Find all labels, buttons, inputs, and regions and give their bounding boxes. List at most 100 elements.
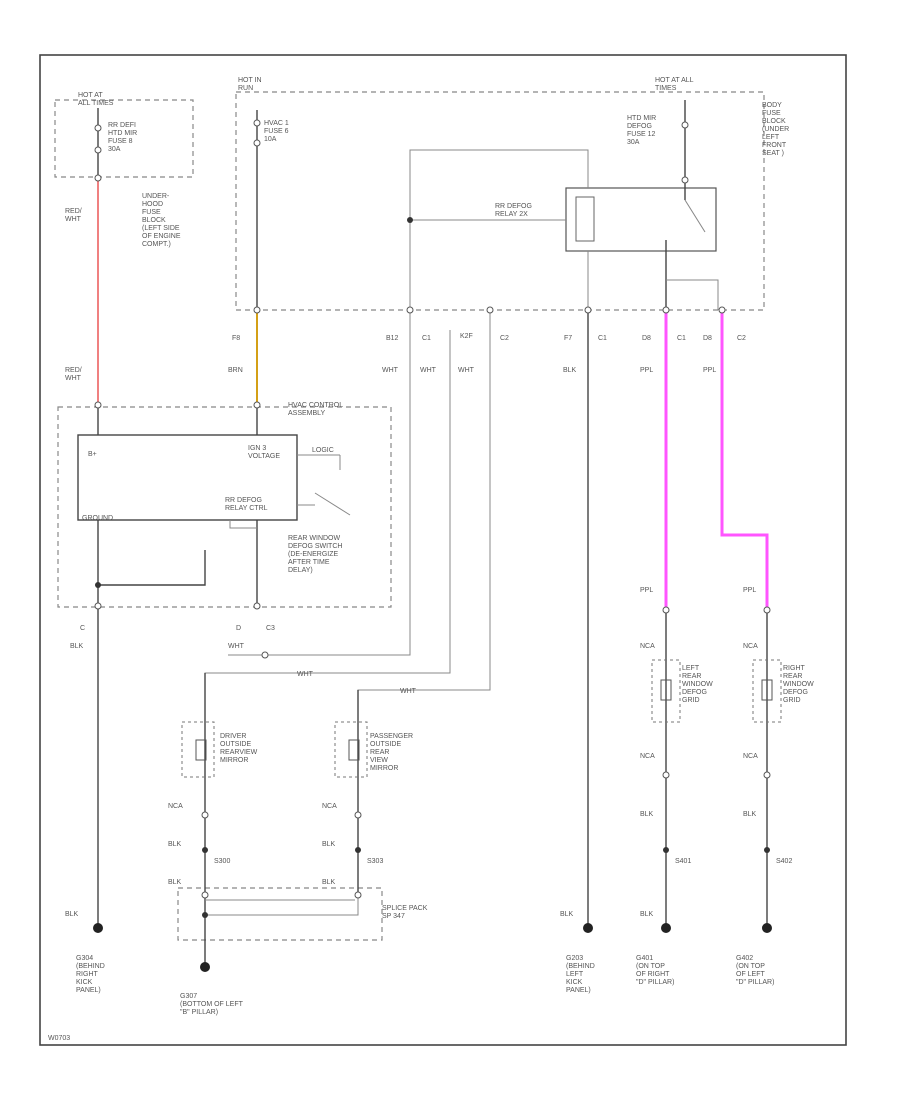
pin-b12 <box>406 306 414 314</box>
wire-label-blk-d: BLK <box>640 911 654 918</box>
wire-label-brn: BRN <box>228 367 243 374</box>
pin-c <box>94 602 102 610</box>
right-grid-element <box>752 659 782 723</box>
left-grid-element <box>651 659 681 723</box>
underhood-fuse-block-box <box>54 99 194 178</box>
connector-pins <box>94 119 771 899</box>
ground-g304 <box>93 923 103 933</box>
wire-label-ppl2: PPL <box>703 367 716 374</box>
relay-switch-blade <box>684 199 706 233</box>
pin-ppl-l <box>662 606 670 614</box>
splice-dot-ground <box>95 582 101 588</box>
label-nca3: NCA <box>640 643 655 650</box>
wire-label-blk3: BLK <box>640 811 654 818</box>
pin-splice-d <box>201 891 209 899</box>
splice-s303 <box>355 847 361 853</box>
pin-wht-d <box>261 651 269 659</box>
wire-label-wht-d: WHT <box>228 643 245 650</box>
label-bplus: B+ <box>88 451 97 458</box>
label-s303: S303 <box>367 858 383 865</box>
pin-label-f7: F7 <box>564 335 572 342</box>
ground-g203 <box>583 923 593 933</box>
diagram-border <box>39 54 847 1046</box>
wire-label-wht1: WHT <box>382 367 399 374</box>
wire-label-wht3: WHT <box>458 367 475 374</box>
label-nca1: NCA <box>168 803 183 810</box>
wire-wht-1 <box>265 310 411 656</box>
splice-dot-relay <box>407 217 413 223</box>
splice-pack-dot <box>202 912 208 918</box>
pin-ppl-r <box>763 606 771 614</box>
pin-c2 <box>486 306 494 314</box>
wire-label-blk-a: BLK <box>168 879 182 886</box>
wire-relay-ctrl <box>229 520 257 529</box>
label-nca6: NCA <box>743 753 758 760</box>
wire-label-ppl1: PPL <box>640 367 653 374</box>
pin-f8 <box>253 306 261 314</box>
pin-label-c1c: C1 <box>677 335 686 342</box>
pin-label-d8b: D8 <box>703 335 712 342</box>
relay-coil <box>575 196 595 242</box>
pin-label-k2f: K2F <box>460 333 473 340</box>
pin-label-d8a: D8 <box>642 335 651 342</box>
pin-fuse-left-b <box>94 146 102 154</box>
label-s402: S402 <box>776 858 792 865</box>
wire-b12-relay <box>409 149 589 310</box>
pin-fuse-left-a <box>94 124 102 132</box>
pin-hvac-a <box>253 119 261 127</box>
left-grid-icon <box>660 679 672 701</box>
label-s300: S300 <box>214 858 230 865</box>
wire-label-blk4: BLK <box>743 811 757 818</box>
wire-label-blk-left: BLK <box>70 643 84 650</box>
ground-g307 <box>200 962 210 972</box>
wire-label-wht-p: WHT <box>400 688 417 695</box>
wire-label-blk1: BLK <box>168 841 182 848</box>
pin-label-c2: C2 <box>500 335 509 342</box>
pin-d8b <box>718 306 726 314</box>
pin-label-c1: C1 <box>422 335 431 342</box>
right-grid-icon <box>761 679 773 701</box>
wire-label-ppl4: PPL <box>743 587 756 594</box>
passenger-mirror-element <box>334 721 368 778</box>
label-pin-c: C <box>80 625 85 632</box>
body-fuse-block-box <box>235 91 765 311</box>
label-s401: S401 <box>675 858 691 865</box>
wire-label-red-bot: RED/WHT <box>65 367 82 382</box>
pin-nca-r <box>763 771 771 779</box>
pin-label-f8: F8 <box>232 335 240 342</box>
label-nca5: NCA <box>640 753 655 760</box>
pin-bplus <box>94 401 102 409</box>
label-pin-d: D <box>236 625 241 632</box>
wire-label-wht2: WHT <box>420 367 437 374</box>
wire-label-blk2: BLK <box>322 841 336 848</box>
wire-label-blk-c: BLK <box>65 911 79 918</box>
hvac-module <box>77 434 298 521</box>
pin-d <box>253 602 261 610</box>
pin-g9 <box>253 401 261 409</box>
pin-label-b12: B12 <box>386 335 399 342</box>
pin-nca-p <box>354 811 362 819</box>
driver-mirror-element <box>181 721 215 778</box>
figure-id: W0703 <box>48 1035 70 1042</box>
passenger-heater-icon <box>348 739 360 761</box>
wire-relay-branch <box>666 279 719 310</box>
wire-label-blk-c2: BLK <box>560 911 574 918</box>
